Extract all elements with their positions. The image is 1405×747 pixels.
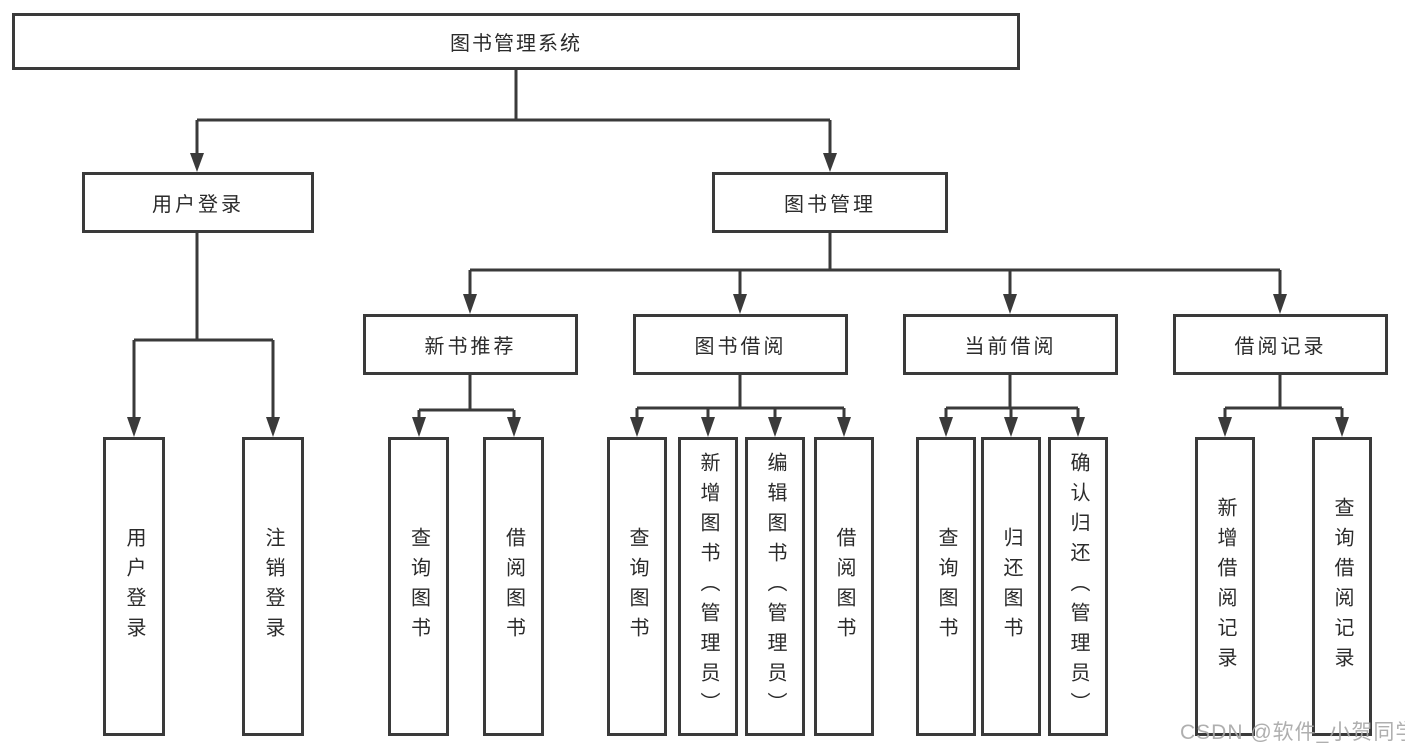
leaf-newbook-query-label: 查询图书 (407, 526, 430, 647)
leaf-newbook-query: 查询图书 (388, 437, 449, 736)
leaf-borrow-edit-admin-label: 编辑图书（管理员） (764, 451, 786, 722)
leaf-record-query: 查询借阅记录 (1312, 437, 1372, 736)
node-user-login-label: 用户登录 (152, 194, 244, 216)
node-new-book-recommend-label: 新书推荐 (424, 336, 517, 358)
node-book-borrow-label: 图书借阅 (694, 336, 787, 358)
leaf-logout-label: 注销登录 (262, 526, 284, 647)
node-borrow-record: 借阅记录 (1173, 314, 1388, 375)
leaf-newbook-borrow-label: 借阅图书 (502, 526, 525, 647)
leaf-borrow-add-admin-label: 新增图书（管理员） (697, 451, 719, 722)
node-root-system: 图书管理系统 (12, 13, 1020, 70)
leaf-current-confirm-admin-label: 确认归还（管理员） (1067, 451, 1089, 722)
leaf-current-confirm-admin: 确认归还（管理员） (1048, 437, 1108, 736)
leaf-user-login: 用户登录 (103, 437, 165, 736)
leaf-borrow-borrow: 借阅图书 (814, 437, 874, 736)
connector-borrow-record-to-leaves (1218, 375, 1349, 437)
leaf-borrow-query-label: 查询图书 (626, 526, 648, 647)
leaf-borrow-edit-admin: 编辑图书（管理员） (745, 437, 805, 736)
leaf-current-query: 查询图书 (916, 437, 976, 736)
node-new-book-recommend: 新书推荐 (363, 314, 578, 375)
leaf-current-return: 归还图书 (981, 437, 1041, 736)
leaf-newbook-borrow: 借阅图书 (483, 437, 544, 736)
leaf-borrow-borrow-label: 借阅图书 (833, 526, 855, 647)
connector-book-borrow-to-leaves (630, 375, 851, 437)
leaf-user-login-label: 用户登录 (123, 526, 145, 647)
node-book-management-label: 图书管理 (784, 194, 876, 216)
leaf-record-add: 新增借阅记录 (1195, 437, 1255, 736)
connector-book-management-to-level3 (463, 233, 1287, 314)
node-book-borrow: 图书借阅 (633, 314, 848, 375)
node-borrow-record-label: 借阅记录 (1234, 336, 1327, 358)
leaf-logout: 注销登录 (242, 437, 304, 736)
connector-new-book-to-leaves (412, 375, 521, 437)
node-book-management: 图书管理 (712, 172, 948, 233)
leaf-record-query-label: 查询借阅记录 (1331, 496, 1353, 677)
leaf-record-add-label: 新增借阅记录 (1214, 496, 1236, 677)
connector-root-to-level2 (190, 70, 837, 172)
csdn-watermark: CSDN @软件_小贺同学 (1180, 721, 1405, 744)
leaf-borrow-add-admin: 新增图书（管理员） (678, 437, 738, 736)
leaf-borrow-query: 查询图书 (607, 437, 667, 736)
node-user-login: 用户登录 (82, 172, 314, 233)
leaf-current-query-label: 查询图书 (935, 526, 957, 647)
connector-user-login-to-leaves (127, 233, 280, 437)
node-current-borrow: 当前借阅 (903, 314, 1118, 375)
connector-current-borrow-to-leaves (939, 375, 1085, 437)
leaf-current-return-label: 归还图书 (1000, 526, 1022, 647)
node-root-label: 图书管理系统 (450, 33, 582, 55)
node-current-borrow-label: 当前借阅 (964, 336, 1057, 358)
